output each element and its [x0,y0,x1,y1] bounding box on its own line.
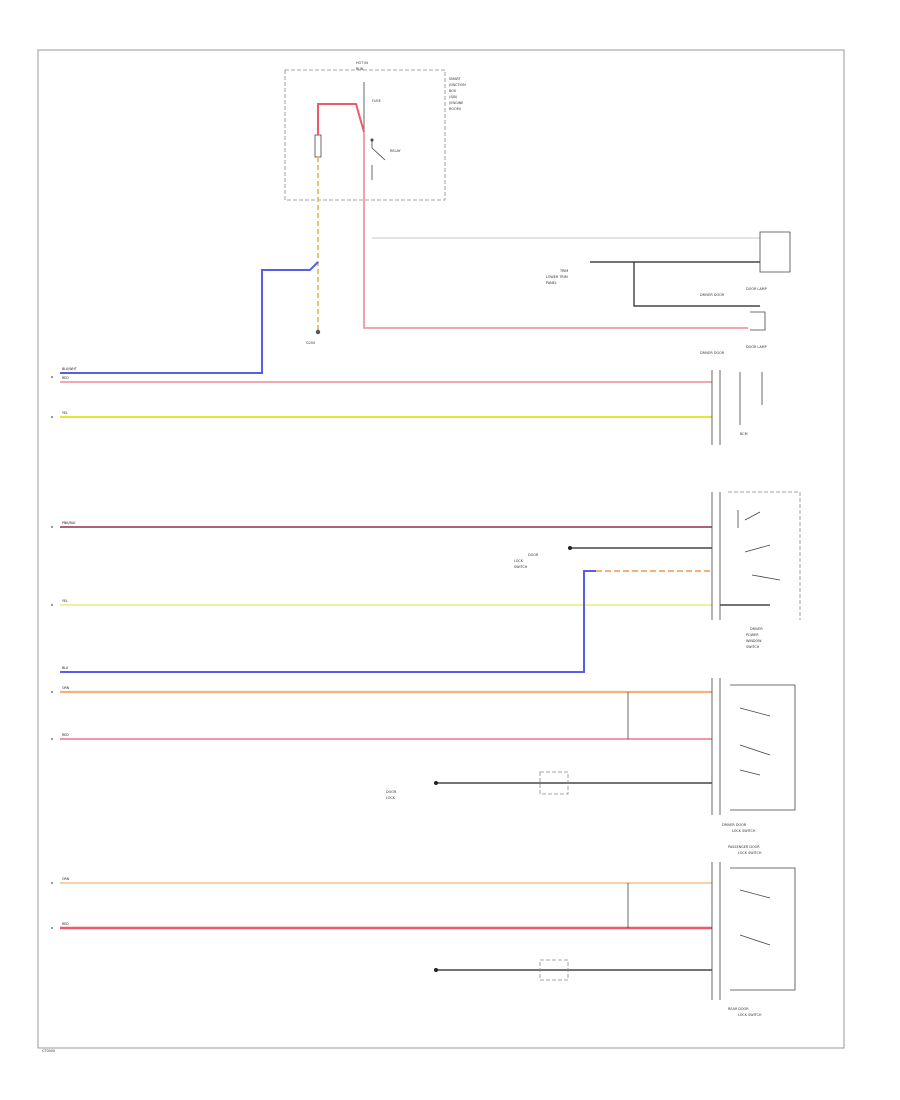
top-junction-box: HOT IN RUN SMART JUNCTION BOX (SJB) (ENG… [284,61,466,201]
top-box-fuse-label: FUSE [372,99,381,103]
inline-connector-2 [539,959,569,981]
svg-text:POWER: POWER [746,633,759,637]
svg-text:ROOM): ROOM) [449,107,462,111]
relay-contact [371,140,386,180]
left-wire-markers [51,376,53,929]
mid-note-switch: DOOR LOCK SWITCH [514,553,539,569]
wire-label-orange-1: ORN [62,686,70,690]
svg-text:(SJB): (SJB) [449,95,458,99]
diagram-id: CT0000 [42,1049,55,1053]
svg-text:SWITCH: SWITCH [514,565,528,569]
svg-text:SMART: SMART [449,77,462,81]
svg-text:LOCK: LOCK [386,796,396,800]
svg-text:LOCK SWITCH: LOCK SWITCH [738,1013,762,1017]
svg-text:LOWER TRIM: LOWER TRIM [546,275,568,279]
svg-text:TRIM: TRIM [559,269,568,273]
top-box-relay-label: RELAY [390,149,402,153]
rear-door-lock-switch: PASSENGER DOOR LOCK SWITCH REAR DOOR LOC… [711,845,796,1017]
svg-text:DRIVER DOOR: DRIVER DOOR [722,823,747,827]
ground-label: G200 [306,341,315,345]
blue-wire-top [60,261,319,374]
svg-text:LOCK SWITCH: LOCK SWITCH [732,829,756,833]
svg-text:WINDOW: WINDOW [746,639,762,643]
wire-label-red-1: RED [62,376,69,380]
right-conn-2-label-a: DOOR LAMP [746,345,767,349]
svg-text:DOOR: DOOR [528,553,539,557]
driver-door-lock-switch: DRIVER DOOR LOCK SWITCH [711,678,796,833]
wire-label-blue-2: BLU [62,666,69,670]
blue-wire-2 [60,570,596,673]
svg-text:(ENGINE: (ENGINE [449,101,463,105]
top-box-subtitle: RUN [356,67,364,71]
wire-label-red-2: RED [62,733,69,737]
right-conn-1-label-b: DRIVER DOOR [700,293,725,297]
top-box-note: SMART JUNCTION BOX (SJB) (ENGINE ROOM) [448,77,466,111]
svg-text:PASSENGER DOOR: PASSENGER DOOR [728,845,760,849]
wire-label-yellow-2: YEL [62,599,68,603]
mid-note-trim: TRIM LOWER TRIM PANEL [546,269,568,285]
wire-label-purple: PNK/BLK [62,521,76,525]
driver-window-switch: DRIVER POWER WINDOW SWITCH [711,491,801,649]
svg-text:REAR DOOR: REAR DOOR [728,1007,749,1011]
wire-label-yellow-1: YEL [62,411,68,415]
bcm-connector: BCM [711,370,763,445]
svg-text:BCM: BCM [740,432,748,436]
svg-text:SWITCH: SWITCH [746,645,760,649]
wire-label-blue-top: BLU/WHT [62,367,77,371]
svg-text:BOX: BOX [449,89,457,93]
svg-text:DOOR: DOOR [386,790,397,794]
right-conn-1-label-a: DOOR LAMP [746,287,767,291]
top-box-title: HOT IN [356,61,368,65]
black-wire-branch [633,262,760,307]
inline-connector-1 [539,771,569,795]
wire-label-red-3: RED [62,922,69,926]
svg-text:LOCK: LOCK [514,559,524,563]
red-wire-relay-out [363,132,748,329]
right-conn-2-label-b: DRIVER DOOR [700,351,725,355]
svg-text:LOCK SWITCH: LOCK SWITCH [738,851,762,855]
red-wire-junction [317,103,365,135]
fuse-symbol [314,134,322,158]
mid-note-lock: DOOR LOCK [386,790,397,800]
svg-text:PANEL: PANEL [546,281,557,285]
svg-text:DRIVER: DRIVER [750,627,763,631]
connector-top-right [759,231,791,273]
wire-label-orange-2: ORN [62,877,70,881]
diagram-frame [37,49,845,1049]
svg-text:JUNCTION: JUNCTION [448,83,466,87]
